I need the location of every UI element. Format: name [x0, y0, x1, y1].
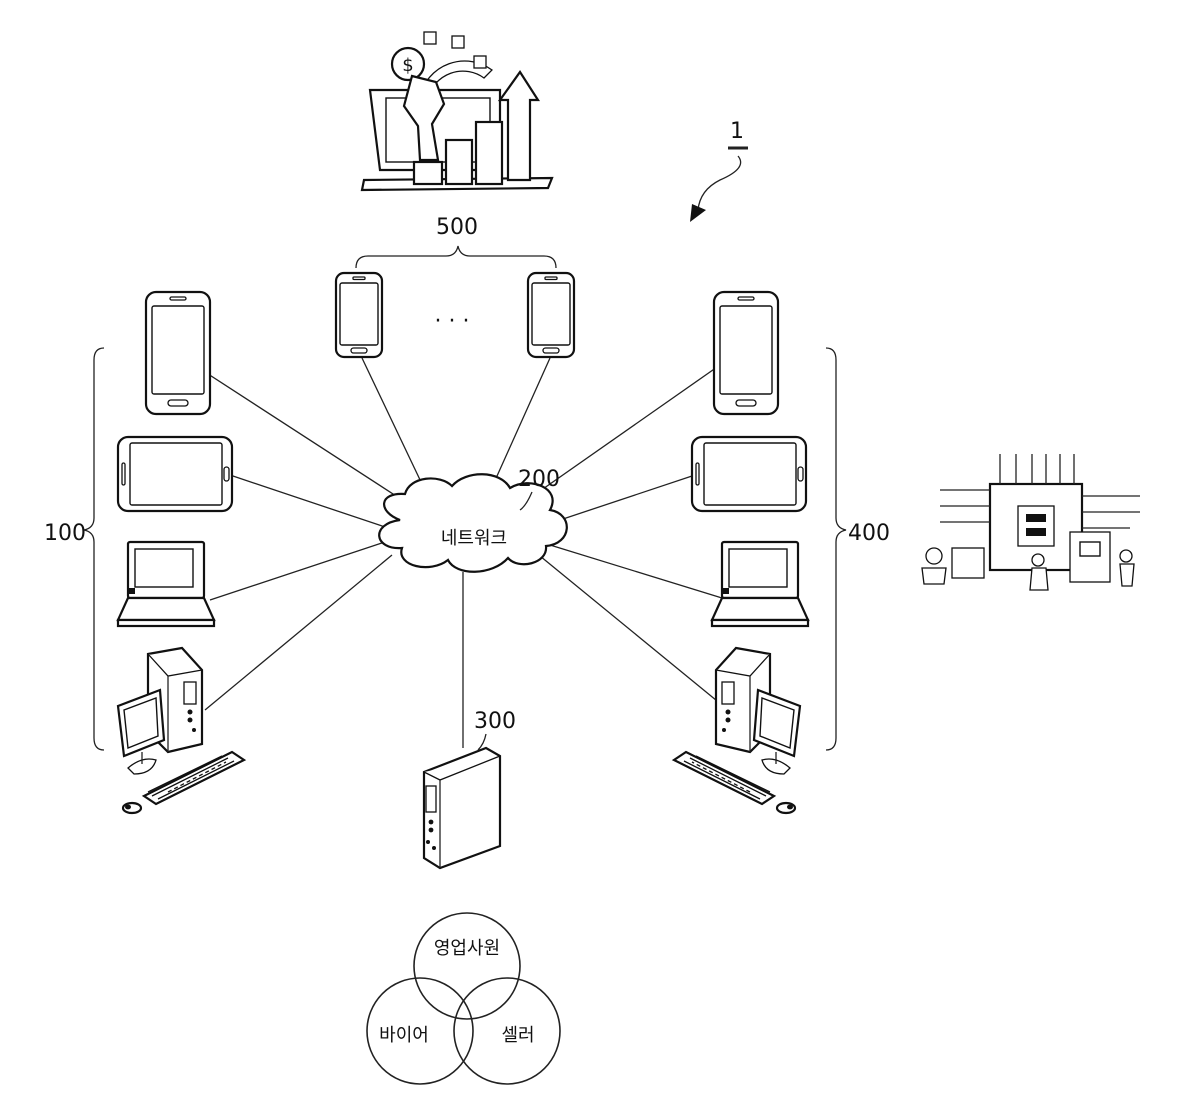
network-label: 네트워크 [441, 528, 507, 549]
label-1: 1 [730, 119, 744, 144]
right-brace [826, 348, 846, 750]
label-100: 100 [44, 521, 86, 546]
tablet-icon[interactable] [118, 437, 232, 511]
semiconductor-factory-illustration-icon [922, 454, 1140, 590]
system-arrow [698, 156, 741, 210]
svg-text:$: $ [402, 55, 413, 76]
venn-label-seller: 셀러 [501, 1025, 534, 1046]
venn-label-sales: 영업사원 [434, 938, 500, 959]
smartphone-icon[interactable] [714, 292, 778, 414]
venn-circle-sales [414, 913, 520, 1019]
smartphone-icon[interactable] [336, 273, 382, 357]
venn-label-buyer: 바이어 [379, 1025, 429, 1046]
supplier-terminal-group [674, 292, 808, 813]
user-terminal-group [118, 292, 244, 813]
label-400: 400 [848, 521, 890, 546]
smartphone-icon[interactable] [146, 292, 210, 414]
desktop-computer-icon[interactable] [674, 648, 800, 813]
ellipsis-text: · · · [435, 309, 470, 334]
top-brace [356, 246, 556, 268]
tablet-icon[interactable] [692, 437, 806, 511]
laptop-icon[interactable] [118, 542, 214, 626]
label-500: 500 [436, 215, 478, 240]
label-300: 300 [474, 709, 516, 734]
desktop-computer-icon[interactable] [118, 648, 244, 813]
left-brace [84, 348, 104, 750]
server-icon[interactable] [424, 748, 500, 868]
role-venn-diagram: 영업사원 바이어 셀러 [367, 913, 560, 1084]
smartphone-icon[interactable] [528, 273, 574, 357]
laptop-icon[interactable] [712, 542, 808, 626]
business-growth-illustration-icon: $ [362, 32, 552, 190]
label-200: 200 [518, 467, 560, 492]
